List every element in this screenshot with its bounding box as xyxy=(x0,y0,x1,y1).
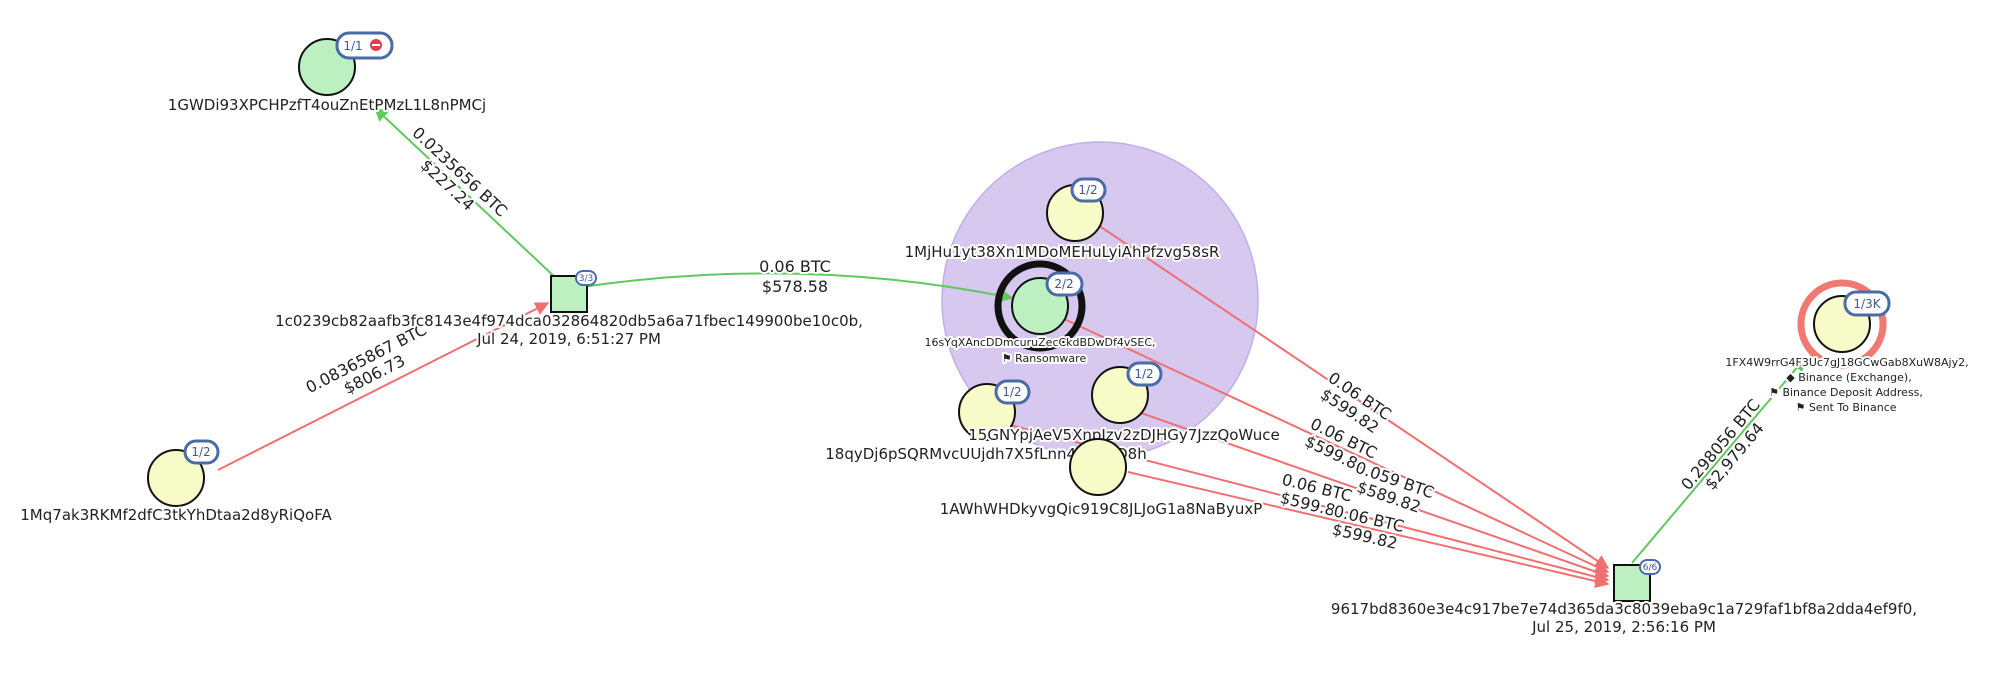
address-circle[interactable] xyxy=(1069,438,1127,496)
address-label: 16sYqXAncDDmcuruZecCkdBDwDf4vSEC, xyxy=(924,336,1155,349)
address-label: 1Mq7ak3RKMf2dfC3tkYhDtaa2d8yRiQoFA xyxy=(20,506,332,524)
count-badge xyxy=(575,270,597,286)
count-badge-text: 2/2 xyxy=(1054,277,1073,291)
edge-label-bottom-to-tx1: 0.08365867 BTC $806.73 xyxy=(301,318,432,400)
svg-text:$578.58: $578.58 xyxy=(762,277,828,296)
edge-bottom-address-to-tx1[interactable] xyxy=(217,302,550,471)
edge-top-cluster-to-tx2[interactable] xyxy=(1097,224,1610,569)
count-badge xyxy=(183,439,220,465)
address-label: 1FX4W9rrG4F3Uc7gJ18GCwGab8XuW8Ajy2, xyxy=(1725,356,1968,369)
node-address-cluster-mid-right[interactable]: 1/2 15GNYpjAeV5XnpJzv2zDJHGy7JzzQoWuce xyxy=(966,361,1282,446)
count-badge-text: 1/2 xyxy=(191,445,210,459)
address-label: 1MjHu1yt38Xn1MDoMEHuLyiAhPfzvg58sR xyxy=(905,243,1220,261)
count-badge-text: 1/3K xyxy=(1853,297,1881,311)
address-label: 1AWhWHDkyvgQic919C8JLJoG1a8NaByuxP xyxy=(940,500,1263,518)
node-address-cluster-top[interactable]: 1/2 1MjHu1yt38Xn1MDoMEHuLyiAhPfzvg58sR xyxy=(903,177,1221,263)
deposit-tag: ⚑ Binance Deposit Address, xyxy=(1769,386,1923,399)
node-address-ransomware[interactable]: 2/2 16sYqXAncDDmcuruZecCkdBDwDf4vSEC, ⚑ … xyxy=(922,260,1158,367)
address-label: 15GNYpjAeV5XnpJzv2zDJHGy7JzzQoWuce xyxy=(968,426,1279,444)
exchange-tag: ◆ Binance (Exchange), xyxy=(1786,371,1911,384)
node-transaction-1[interactable]: 3/3 1c0239cb82aafb3fc8143e4f974dca032864… xyxy=(273,270,865,350)
edge-label-tx2-to-exchange: 0.298056 BTC $2,979.64 xyxy=(1675,393,1770,495)
transaction-hash-label: 1c0239cb82aafb3fc8143e4f974dca032864820d… xyxy=(275,312,863,330)
address-label: 1GWDi93XPCHPzfT4ouZnEtPMzL1L8nPMCj xyxy=(168,96,486,114)
count-badge xyxy=(1126,361,1163,387)
edge-ransom-to-tx2[interactable] xyxy=(1061,317,1610,574)
count-badge xyxy=(1045,271,1084,297)
diamond-icon: ◆ xyxy=(1786,371,1798,384)
edge-label-tx1-to-top: 0.0235656 BTC $227.24 xyxy=(406,121,513,223)
node-address-top-left[interactable]: 1/1 1GWDi93XPCHPzfT4ouZnEtPMzL1L8nPMCj xyxy=(166,31,488,116)
edge-label-tx1-to-ransom: 0.06 BTC $578.58 xyxy=(757,255,833,298)
count-badge xyxy=(335,31,394,60)
count-badge-text: 1/1 xyxy=(343,39,362,53)
blocked-icon xyxy=(370,39,382,51)
count-badge xyxy=(994,379,1031,405)
count-badge xyxy=(1070,177,1107,203)
edge-tx1-to-top-address[interactable] xyxy=(373,107,559,281)
node-address-cluster-mid-left[interactable]: 1/2 18qyDj6pSQRMvcUUjdh7X5fLnn4CxTDD8h xyxy=(823,379,1149,465)
transaction-time-label: Jul 25, 2019, 2:56:16 PM xyxy=(1531,618,1716,636)
edge-bottomcluster-to-tx2[interactable] xyxy=(1127,471,1610,588)
edge-label-bottomcluster-to-tx2: 0.06 BTC $599.82 xyxy=(1328,499,1407,555)
ransomware-tag: ⚑ Ransomware xyxy=(1002,352,1087,365)
flag-icon: ⚑ xyxy=(1002,352,1015,365)
count-badge xyxy=(1639,559,1661,575)
sent-tag: ⚑ Sent To Binance xyxy=(1795,401,1896,414)
svg-text:0.06 BTC: 0.06 BTC xyxy=(759,257,831,276)
count-badge-text: 3/3 xyxy=(579,274,593,284)
count-badge xyxy=(1843,290,1891,317)
selected-ring xyxy=(994,260,1086,352)
address-circle[interactable] xyxy=(147,449,205,507)
node-address-cluster-bottom[interactable]: 1AWhWHDkyvgQic919C8JLJoG1a8NaByuxP xyxy=(938,438,1264,520)
edge-tx2-to-exchange[interactable] xyxy=(1631,356,1806,564)
edge-midright-to-tx2[interactable] xyxy=(1117,404,1610,579)
count-badge-text: 1/2 xyxy=(1134,367,1153,381)
node-address-bottom-left[interactable]: 1/2 1Mq7ak3RKMf2dfC3tkYhDtaa2d8yRiQoFA xyxy=(18,439,334,526)
flag-icon: ⚑ xyxy=(1795,401,1808,414)
transaction-time-label: Jul 24, 2019, 6:51:27 PM xyxy=(476,330,661,348)
count-badge-text: 6/6 xyxy=(1643,563,1658,573)
exchange-ring xyxy=(1797,279,1887,369)
address-label: 18qyDj6pSQRMvcUUjdh7X5fLnn4CxTDD8h xyxy=(825,445,1146,463)
node-transaction-2[interactable]: 6/6 9617bd8360e3e4c917be7e74d365da3c8039… xyxy=(1329,559,1919,638)
flag-icon: ⚑ xyxy=(1769,386,1782,399)
count-badge-text: 1/2 xyxy=(1002,385,1021,399)
edge-tx1-to-ransom-address[interactable] xyxy=(581,272,1014,303)
count-badge-text: 1/2 xyxy=(1078,183,1097,197)
transaction-hash-label: 9617bd8360e3e4c917be7e74d365da3c8039eba9… xyxy=(1331,600,1917,618)
node-address-exchange[interactable]: 1/3K 1FX4W9rrG4F3Uc7gJ18GCwGab8XuW8Ajy2,… xyxy=(1723,279,1971,416)
